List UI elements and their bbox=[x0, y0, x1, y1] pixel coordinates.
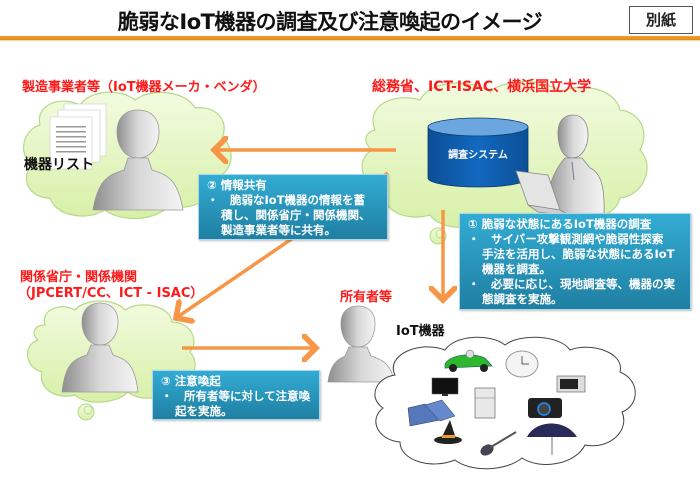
step-alert-heading: ③ 注意喚起 bbox=[161, 374, 221, 388]
step-share-text-2: 積し、関係省庁・関係機関、 bbox=[221, 208, 371, 222]
investigators-label: 総務省、ICT-ISAC、横浜国立大学 bbox=[372, 79, 592, 95]
step-survey-heading: ① 脆弱な状態にあるIoT機器の調査 bbox=[468, 217, 652, 231]
step-alert-text-1: ・ 所有者等に対して注意喚 bbox=[161, 389, 311, 403]
guitar-icon bbox=[480, 431, 517, 456]
agencies-label-line1: 関係省庁・関係機関 bbox=[20, 270, 138, 285]
device-list-label: 機器リスト bbox=[24, 157, 94, 173]
umbrella-icon bbox=[527, 423, 577, 455]
camera-icon bbox=[528, 398, 562, 418]
investigator-person-icon bbox=[544, 114, 605, 222]
device-list-documents-icon bbox=[49, 103, 107, 170]
survey-system-label: 調査システム bbox=[448, 148, 508, 161]
manufacturers-label: 製造事業者等（IoT機器メーカ・ベンダ） bbox=[22, 80, 266, 95]
step-share-heading: ② 情報共有 bbox=[207, 178, 267, 192]
step-share-text-3: 製造事業者等に共有。 bbox=[221, 223, 336, 237]
manufacturer-person-icon bbox=[92, 109, 184, 211]
agencies-label-line2: （JPCERT/CC、ICT - ISAC） bbox=[18, 286, 204, 301]
tv-icon bbox=[431, 377, 459, 396]
fridge-icon bbox=[474, 387, 496, 419]
step-alert-text-2: 起を実施。 bbox=[175, 404, 233, 418]
survey-system-database-icon bbox=[427, 117, 529, 188]
sneakers-icon bbox=[407, 399, 456, 427]
step-survey-text-4: ・ 必要に応じ、現地調査等、機器の実 bbox=[468, 277, 675, 291]
iot-devices-cloud bbox=[374, 336, 636, 470]
title-underline bbox=[0, 36, 700, 40]
microwave-icon bbox=[556, 375, 586, 393]
step-share-box: ② 情報共有 ・ 脆弱なIoT機器の情報を蓄 積し、関係省庁・関係機関、 製造事… bbox=[198, 174, 388, 240]
witch-hat-icon bbox=[434, 420, 462, 444]
step-survey-text-2: 手法を活用し、脆弱な状態にあるIoT bbox=[482, 247, 675, 261]
agency-person-icon bbox=[61, 302, 139, 393]
step-survey-text-1: ・ サイバー攻撃観測網や脆弱性探索 bbox=[468, 232, 664, 246]
step-share-text-1: ・ 脆弱なIoT機器の情報を蓄 bbox=[207, 193, 366, 207]
page-title: 脆弱なIoT機器の調査及び注意喚起のイメージ bbox=[117, 10, 543, 34]
step-survey-text-3: 機器を調査。 bbox=[482, 262, 551, 276]
clock-icon bbox=[505, 350, 539, 378]
iot-devices-label: IoT機器 bbox=[396, 324, 445, 339]
attachment-badge: 別紙 bbox=[629, 6, 693, 34]
step-alert-box: ③ 注意喚起 ・ 所有者等に対して注意喚 起を実施。 bbox=[152, 370, 320, 420]
step-survey-text-5: 態調査を実施。 bbox=[482, 292, 563, 306]
title-underline-shadow bbox=[0, 40, 700, 41]
car-toy-icon bbox=[444, 349, 493, 372]
owners-label: 所有者等 bbox=[340, 290, 393, 305]
owner-person-icon bbox=[327, 305, 395, 383]
step-survey-box: ① 脆弱な状態にあるIoT機器の調査 ・ サイバー攻撃観測網や脆弱性探索 手法を… bbox=[459, 213, 691, 310]
